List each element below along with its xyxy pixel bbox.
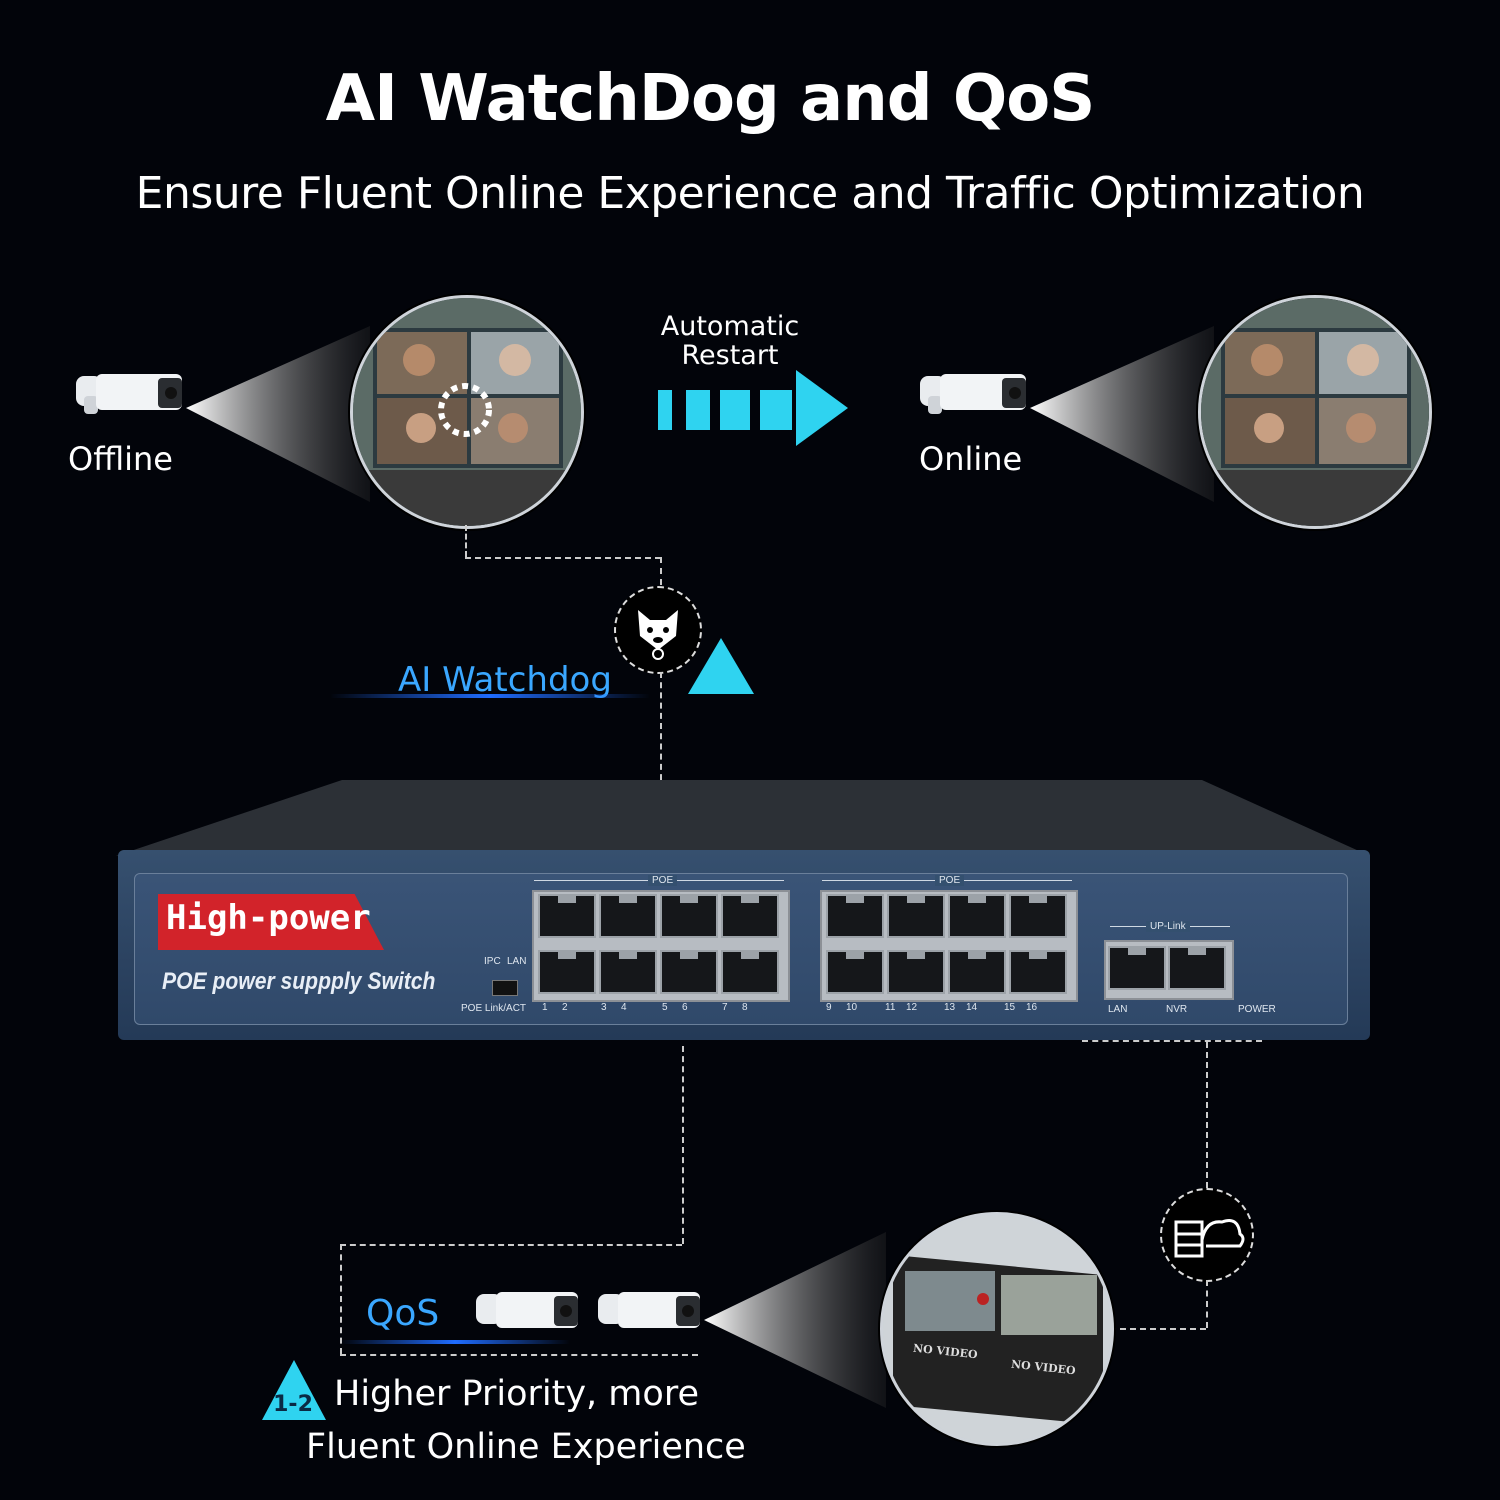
port-number: 15 — [1004, 1002, 1016, 1013]
restart-label: Automatic Restart — [650, 312, 810, 370]
dog-icon — [638, 610, 678, 660]
ethernet-port[interactable] — [826, 950, 884, 994]
priority-badge: 1-2 — [273, 1392, 313, 1417]
arrow-right-icon — [658, 370, 848, 446]
port-number: 9 — [826, 1002, 832, 1013]
connector-line — [660, 672, 662, 872]
warning-triangle-icon — [688, 638, 754, 694]
qos-note-line1: Higher Priority, more — [334, 1374, 699, 1414]
ethernet-port[interactable] — [887, 894, 945, 938]
warning-triangle-icon — [262, 1360, 326, 1420]
watchdog-label: AI Watchdog — [398, 660, 612, 700]
ethernet-port[interactable] — [887, 950, 945, 994]
poe-label: POE — [935, 875, 965, 886]
connector-line — [1110, 1328, 1206, 1330]
lan-switch-label: LAN — [507, 956, 527, 967]
ethernet-port[interactable] — [721, 894, 779, 938]
ethernet-port[interactable] — [538, 894, 596, 938]
ethernet-port[interactable] — [660, 950, 718, 994]
port-number: 3 — [601, 1002, 607, 1013]
connector-line — [1206, 1042, 1208, 1188]
ethernet-port[interactable] — [599, 950, 657, 994]
switch-top — [116, 780, 1370, 856]
ethernet-port[interactable] — [826, 894, 884, 938]
connector-line — [465, 557, 661, 559]
lan-port-label: LAN — [1108, 1004, 1128, 1015]
camera-beam — [704, 1232, 886, 1408]
underline-glow — [340, 1340, 570, 1344]
port-number: 12 — [906, 1002, 918, 1013]
port-number: 11 — [885, 1002, 896, 1013]
port-number: 1 — [542, 1002, 548, 1013]
port-number: 16 — [1026, 1002, 1038, 1013]
port-number: 8 — [742, 1002, 748, 1013]
connector-line — [340, 1244, 682, 1246]
underline-glow — [330, 694, 650, 698]
camera-beam — [186, 326, 370, 502]
camera-beam — [1030, 326, 1214, 502]
ethernet-port[interactable] — [599, 894, 657, 938]
connector-line — [465, 525, 467, 557]
uplink-label: UP-Link — [1146, 921, 1190, 932]
switch-subtitle: POE power suppply Switch — [162, 968, 436, 995]
ethernet-port[interactable] — [948, 894, 1006, 938]
connector-line — [682, 1046, 684, 1244]
port-number: 4 — [621, 1002, 627, 1013]
brand-label: High-power — [166, 898, 371, 938]
page-title: AI WatchDog and QoS — [325, 62, 1096, 136]
nvr-badge — [1160, 1188, 1254, 1282]
nvr-port-label: NVR — [1166, 1004, 1188, 1015]
security-camera-icon — [76, 374, 182, 414]
port-number: 5 — [662, 1002, 668, 1013]
restart-label-line2: Restart — [681, 340, 779, 371]
qos-label: QoS — [366, 1293, 440, 1334]
port-number: 2 — [562, 1002, 568, 1013]
qos-note-line2: Fluent Online Experience — [306, 1427, 746, 1467]
port-number: 10 — [846, 1002, 858, 1013]
monitor-thumbnail: NO VIDEO NO VIDEO — [880, 1212, 1114, 1446]
connector-line — [1082, 1040, 1262, 1042]
connector-line — [340, 1354, 698, 1356]
security-camera-icon — [598, 1292, 700, 1328]
connector-line — [340, 1244, 342, 1354]
ethernet-port[interactable] — [538, 950, 596, 994]
uplink-port[interactable] — [1168, 946, 1226, 990]
restart-label-line1: Automatic — [660, 311, 800, 342]
port-number: 6 — [682, 1002, 688, 1013]
server-cloud-icon — [1174, 1219, 1245, 1258]
ethernet-port[interactable] — [1009, 894, 1067, 938]
ethernet-port[interactable] — [721, 950, 779, 994]
power-label: POWER — [1238, 1004, 1276, 1015]
watchdog-badge — [614, 586, 702, 674]
ethernet-port[interactable] — [1009, 950, 1067, 994]
port-number: 13 — [944, 1002, 956, 1013]
port-number: 7 — [722, 1002, 728, 1013]
page-subtitle: Ensure Fluent Online Experience and Traf… — [135, 168, 1365, 219]
connector-line — [660, 557, 662, 585]
security-camera-icon — [920, 374, 1026, 414]
connector-line — [1206, 1280, 1208, 1328]
uplink-port[interactable] — [1108, 946, 1166, 990]
offline-label: Offline — [68, 440, 173, 478]
security-camera-icon — [476, 1292, 578, 1328]
brand-badge — [158, 894, 384, 950]
ipc-label: IPC — [484, 956, 501, 967]
online-label: Online — [919, 440, 1023, 478]
video-call-online-thumbnail — [1198, 295, 1432, 529]
video-call-offline-thumbnail — [350, 295, 584, 529]
poe-label: POE — [648, 875, 678, 886]
ethernet-port[interactable] — [660, 894, 718, 938]
mode-switch[interactable] — [492, 980, 518, 996]
ethernet-port[interactable] — [948, 950, 1006, 994]
poe-link-label: POE Link/ACT — [461, 1003, 527, 1014]
port-number: 14 — [966, 1002, 978, 1013]
